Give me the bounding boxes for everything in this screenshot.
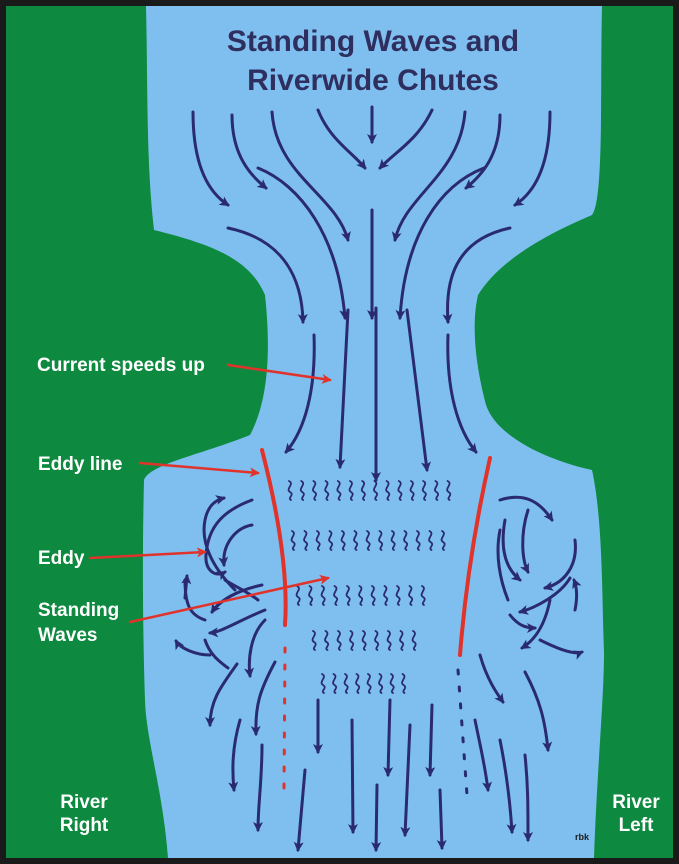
eddy-arrow (185, 576, 187, 598)
flow-arrow (388, 700, 390, 775)
flow-arrow (352, 720, 353, 832)
label-standing-waves-line2: Waves (38, 625, 98, 646)
label-river-left-line2: Left (619, 815, 655, 836)
label-eddy-line: Eddy line (38, 454, 122, 475)
flow-arrow (440, 790, 442, 848)
eddy-line-right-dashed (284, 648, 285, 790)
label-river-left-line1: River (612, 792, 660, 813)
label-river-right-line1: River (60, 792, 108, 813)
diagram-title-line1: Standing Waves and (227, 25, 519, 58)
credit-mark: rbk (575, 832, 590, 842)
label-standing-waves-line1: Standing (38, 600, 119, 621)
flow-arrow (376, 785, 377, 850)
flow-arrow (430, 705, 432, 775)
label-eddy: Eddy (38, 548, 85, 569)
diagram-title-line2: Riverwide Chutes (247, 64, 499, 97)
label-river-right-line2: Right (60, 815, 109, 836)
label-current-speeds-up: Current speeds up (37, 355, 205, 376)
